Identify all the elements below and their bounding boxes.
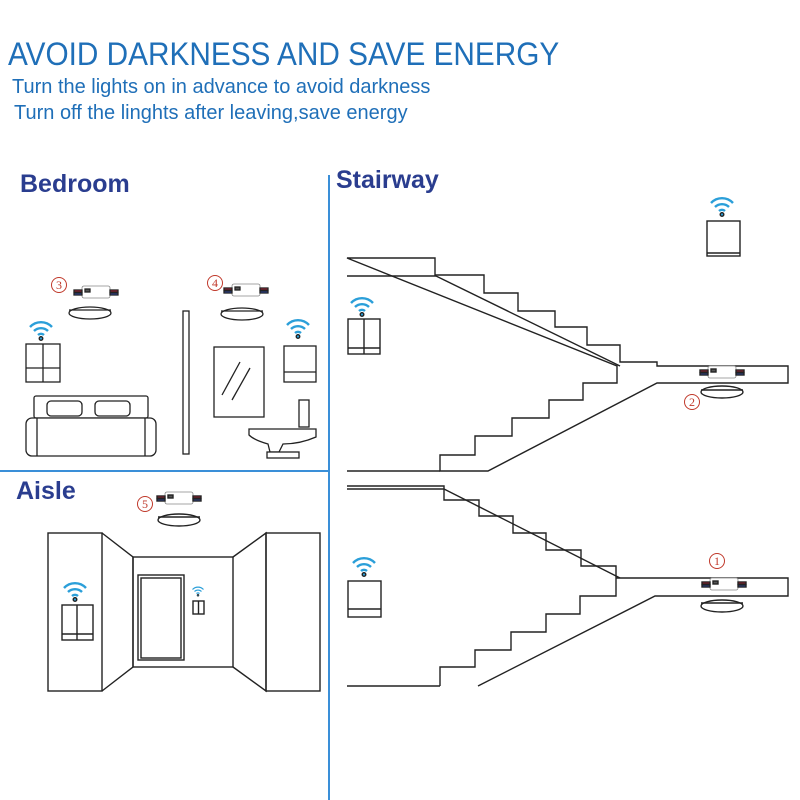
wifi-icon (28, 320, 54, 342)
mirror-icon (213, 346, 265, 418)
bed-icon (25, 395, 157, 457)
wifi-icon (349, 296, 375, 318)
marker-5 (137, 496, 153, 512)
right-wall-perspective (232, 531, 267, 693)
wall-switch-icon (283, 345, 317, 383)
wifi-icon (351, 556, 377, 578)
left-wall-perspective (101, 532, 134, 692)
marker-3-label: 3 (56, 278, 62, 292)
marker-1-label: 1 (714, 554, 720, 568)
right-wall-panel (265, 532, 321, 692)
wifi-icon (709, 196, 735, 218)
partition-wall (182, 310, 190, 455)
ceiling-lamp-icon (68, 306, 112, 320)
marker-1 (709, 553, 725, 569)
toilet-icon (248, 399, 317, 459)
marker-5-label: 5 (142, 497, 148, 511)
marker-2-label: 2 (689, 395, 695, 409)
stair-flight-upper (346, 257, 789, 472)
marker-2 (684, 394, 700, 410)
relay-module-icon (73, 285, 119, 299)
marker-4 (207, 275, 223, 291)
wifi-icon (191, 586, 205, 597)
marker-3 (51, 277, 67, 293)
ceiling-lamp-icon (700, 385, 744, 399)
back-wall (132, 556, 234, 668)
ceiling-lamp-icon (220, 307, 264, 321)
page-title: AVOID DARKNESS AND SAVE ENERGY (8, 36, 560, 72)
marker-4-label: 4 (212, 276, 218, 290)
relay-module-icon (699, 365, 745, 379)
wifi-icon (285, 318, 311, 340)
ceiling-lamp-icon (157, 513, 201, 527)
stair-flight-lower (347, 485, 789, 687)
wall-switch-icon (706, 220, 741, 257)
stairway-scene (346, 196, 789, 687)
door-icon (137, 574, 185, 661)
relay-module-icon (156, 491, 202, 505)
stairway-label: Stairway (336, 166, 439, 194)
subtitle-advance: Turn the lights on in advance to avoid d… (12, 76, 431, 98)
bedroom-scene (25, 283, 317, 459)
subtitle-save-energy: Turn off the linghts after leaving,save … (14, 102, 408, 124)
relay-module-icon (223, 283, 269, 297)
markers (51, 275, 725, 569)
aisle-scene (47, 491, 321, 693)
ceiling-lamp-icon (700, 599, 744, 613)
relay-module-icon (701, 577, 747, 591)
wifi-icon (62, 581, 88, 603)
wall-switch-icon (347, 580, 382, 618)
aisle-label: Aisle (16, 477, 76, 505)
bedroom-label: Bedroom (20, 170, 130, 198)
left-wall-panel (47, 532, 103, 692)
